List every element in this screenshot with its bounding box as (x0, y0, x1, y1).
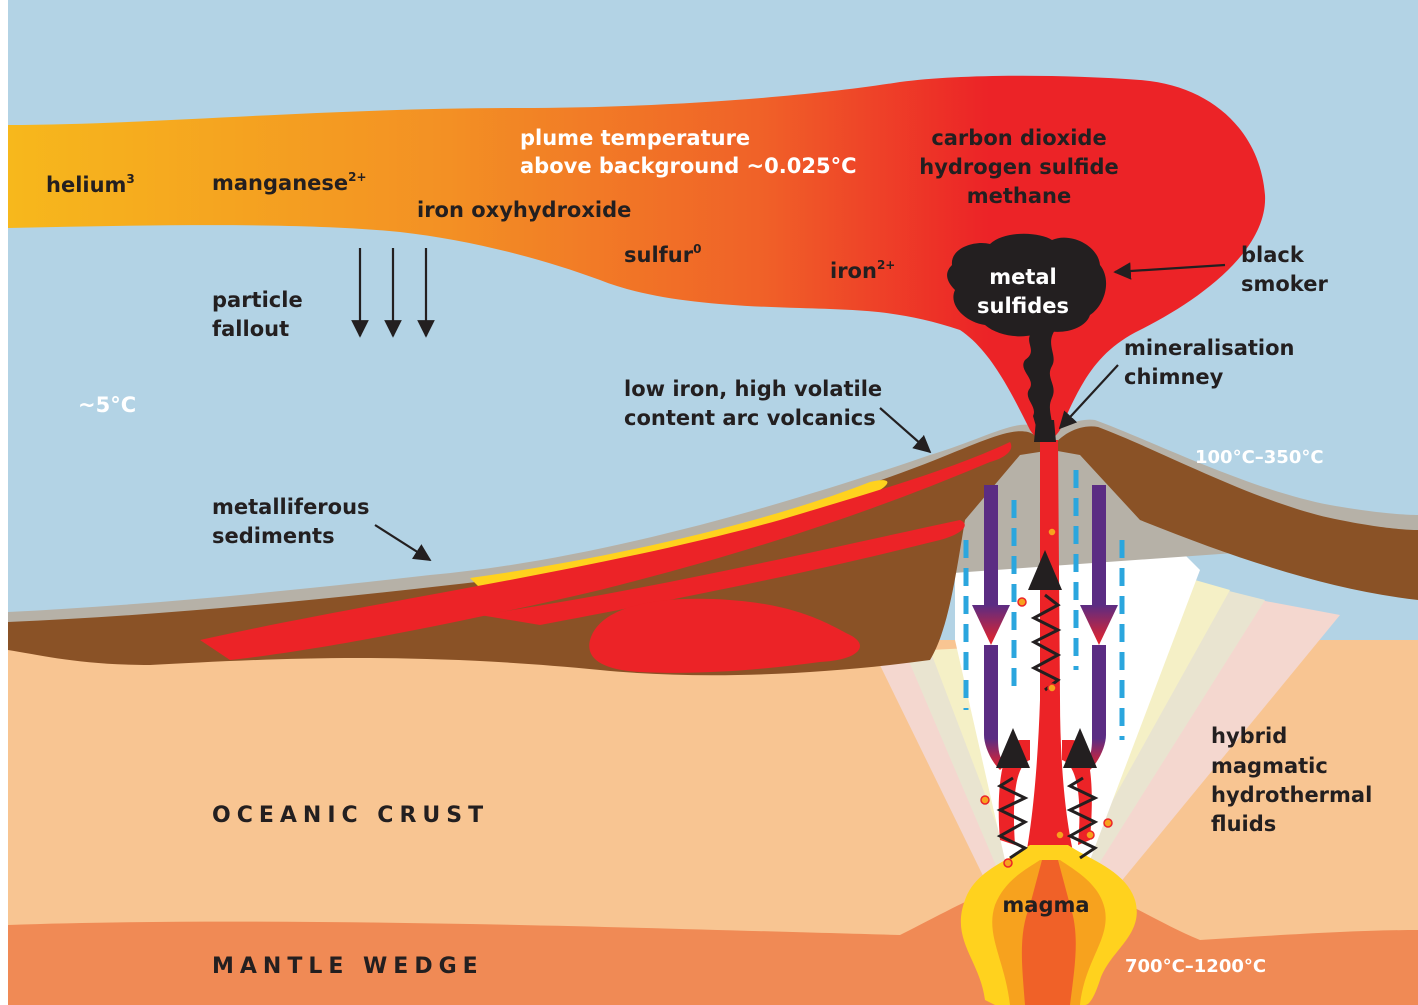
iron-oxyhydroxide-label: iron oxyhydroxide (417, 198, 631, 222)
particle-fallout-label-line2: fallout (212, 317, 289, 341)
arc-volcanics-label-line2: content arc volcanics (624, 406, 876, 430)
helium-label: helium3 (46, 172, 135, 197)
manganese-label: manganese2+ (212, 170, 367, 195)
plume-temperature-label-line2: above background ~0.025°C (520, 154, 856, 178)
hybrid-fluids-label-line3: hydrothermal (1211, 783, 1372, 807)
metalliferous-sediments-label-line2: sediments (212, 524, 335, 548)
mineralisation-label-line1: mineralisation (1124, 336, 1294, 360)
vent-temperature-label: 100°C–350°C (1195, 447, 1324, 468)
hybrid-fluids-label-line4: fluids (1211, 812, 1276, 836)
mineralisation-label-line2: chimney (1124, 365, 1224, 389)
metal-sulfides-label-line1: metal (989, 265, 1057, 289)
helium-superscript: 3 (126, 172, 134, 186)
black-smoker-label-line1: black (1241, 243, 1305, 267)
gases-label-line3: methane (967, 184, 1071, 208)
manganese-superscript: 2+ (348, 170, 366, 184)
mantle-wedge-label: MANTLE WEDGE (212, 954, 484, 979)
metalliferous-sediments-label-line1: metalliferous (212, 495, 370, 519)
plume-temperature-label-line1: plume temperature (520, 126, 750, 150)
mantle-temperature-label: 700°C–1200°C (1125, 956, 1266, 977)
black-smoker-label-line2: smoker (1241, 272, 1328, 296)
sulfur-label: sulfur0 (624, 242, 701, 267)
chimney-spire (1034, 420, 1056, 442)
hybrid-fluids-label-line2: magmatic (1211, 754, 1328, 778)
sulfur-superscript: 0 (693, 242, 701, 256)
hybrid-fluids-label-line1: hybrid (1211, 724, 1287, 748)
oceanic-crust-label: OCEANIC CRUST (212, 803, 489, 828)
arc-volcanics-label-line1: low iron, high volatile (624, 377, 882, 401)
gases-label-line1: carbon dioxide (931, 126, 1106, 150)
particle-fallout-label-line1: particle (212, 288, 303, 312)
magma-label: magma (1002, 893, 1089, 917)
iron-superscript: 2+ (877, 258, 895, 272)
gases-label-line2: hydrogen sulfide (919, 155, 1118, 179)
metal-sulfides-label-line2: sulfides (977, 294, 1069, 318)
ambient-temperature-label: ~5°C (78, 393, 136, 417)
